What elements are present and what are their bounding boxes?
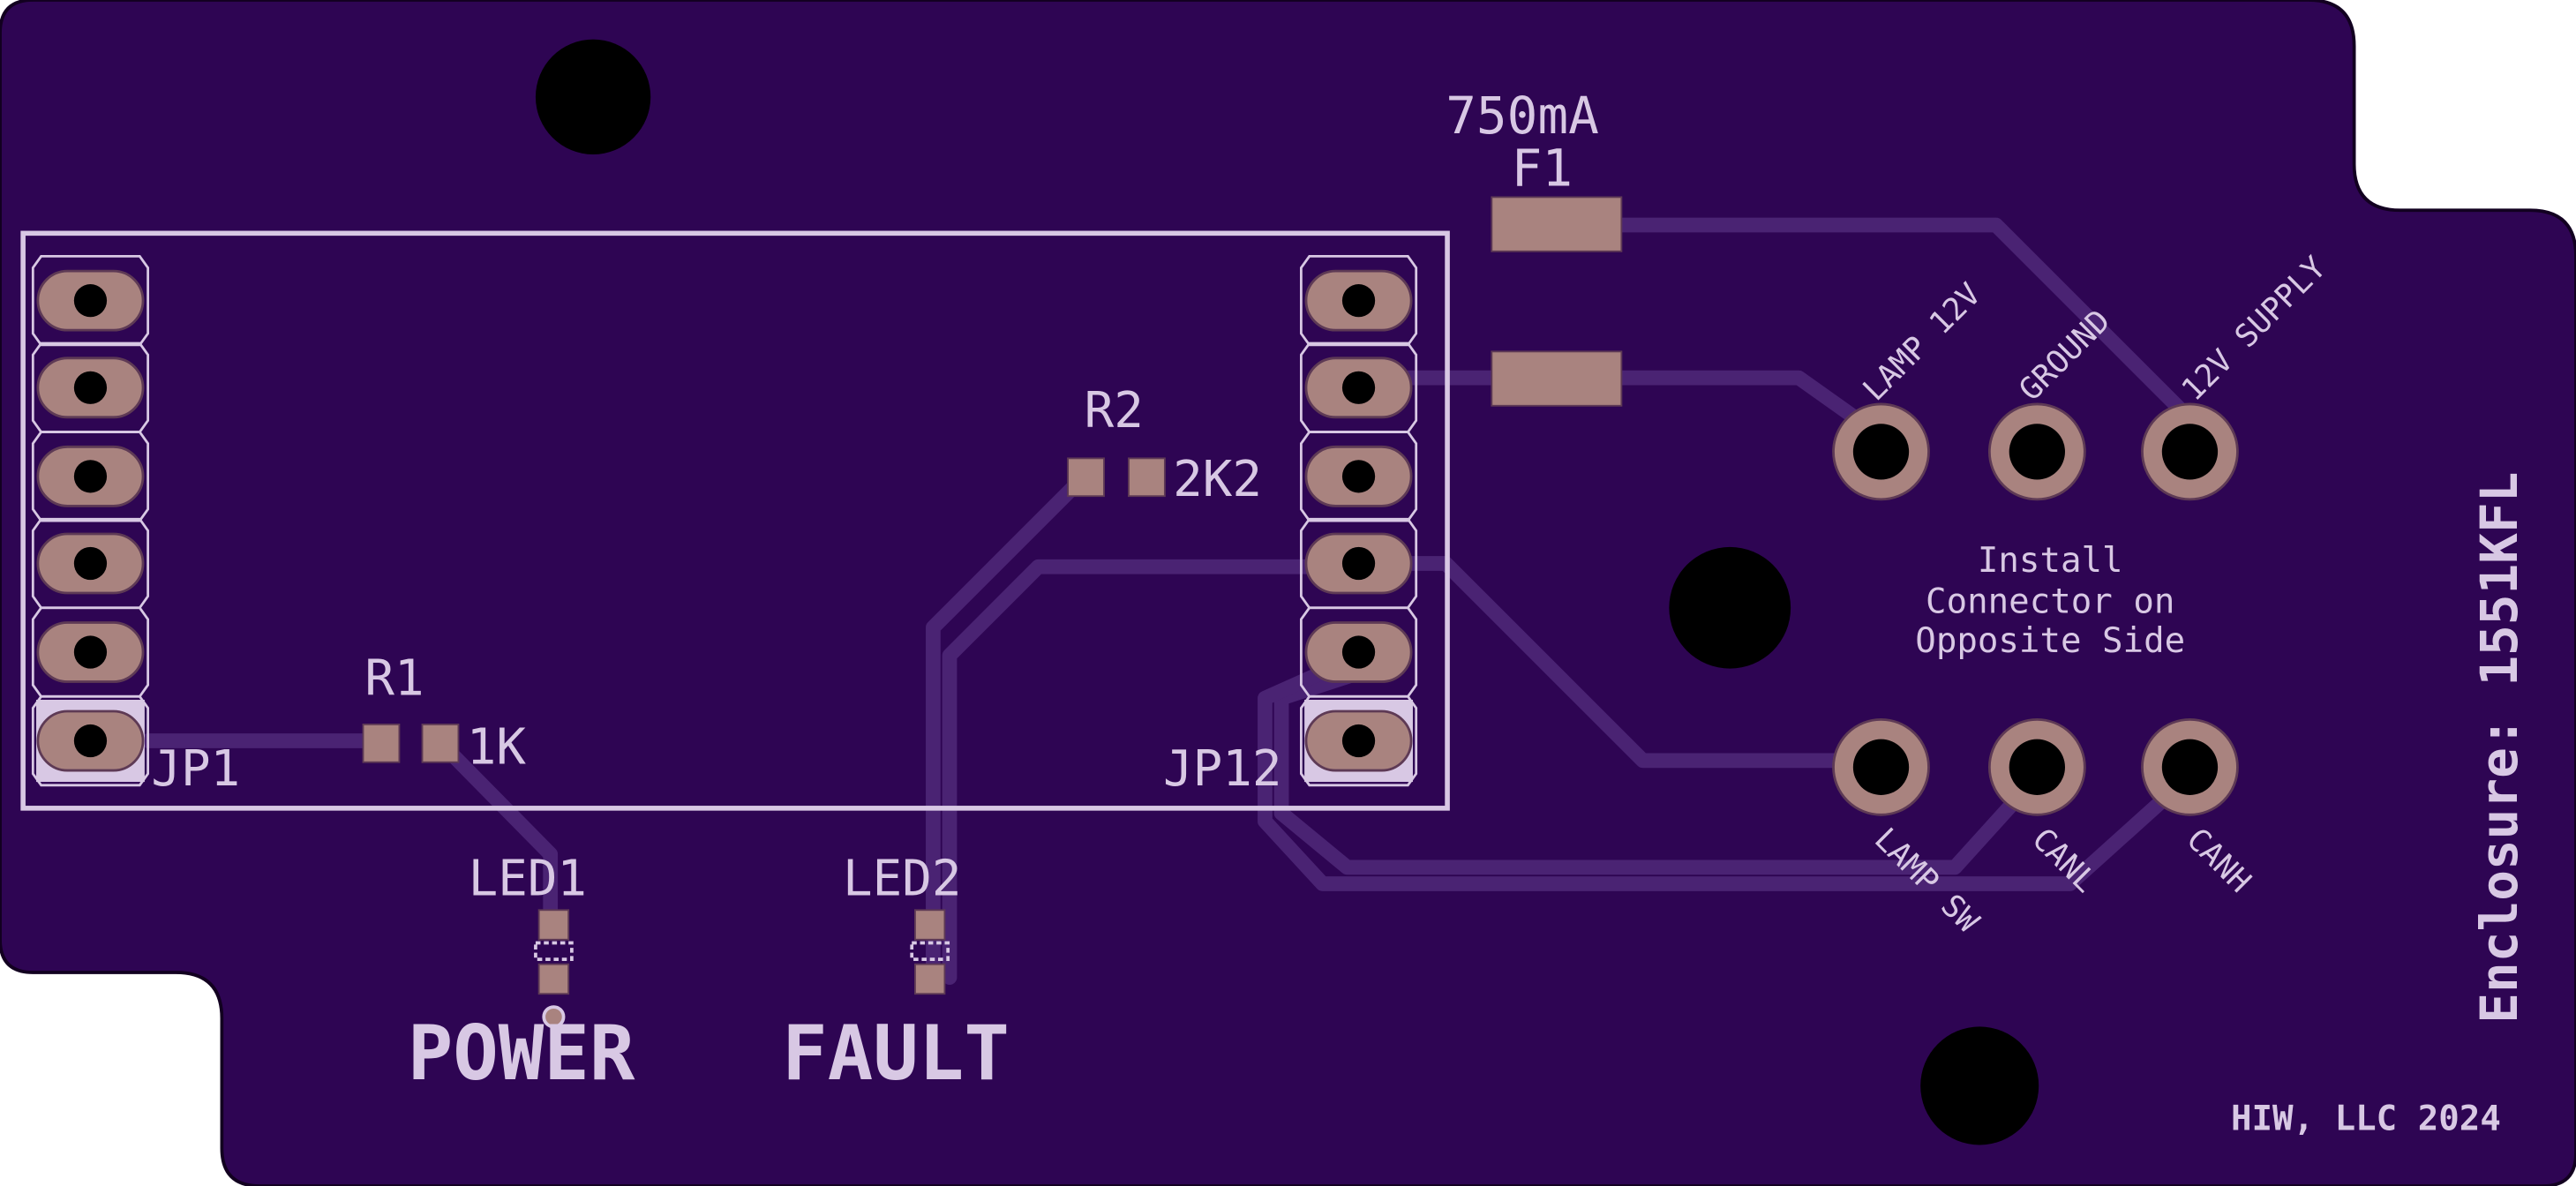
header-drill xyxy=(1341,546,1376,581)
connector-drill xyxy=(1852,739,1910,795)
resistor-pad xyxy=(1067,457,1105,498)
module-outline xyxy=(20,230,1450,811)
header-drill xyxy=(73,284,108,318)
connector-pads xyxy=(1832,402,2239,816)
led-polarity-dot xyxy=(542,1005,566,1029)
led-pad xyxy=(914,963,946,995)
header-drill xyxy=(1341,724,1376,758)
header-jp12 xyxy=(1299,254,1418,787)
connector-drill xyxy=(2161,739,2219,795)
header-drill xyxy=(1341,635,1376,669)
resistor-value: 2K2 xyxy=(1173,451,1262,508)
header-drill xyxy=(1341,284,1376,318)
install-note-line: Opposite Side xyxy=(1915,621,2185,661)
mounting-hole xyxy=(1920,1026,2039,1145)
header-drill xyxy=(73,546,108,581)
trace-canl xyxy=(1273,665,2041,875)
fuse-f1: 750mA F1 xyxy=(1446,86,1623,407)
resistor-pad xyxy=(362,723,401,763)
led-function-label: FAULT xyxy=(782,1010,1010,1098)
install-note-line: Install xyxy=(1978,541,2123,581)
header-drill xyxy=(73,635,108,669)
led-function-label: POWER xyxy=(408,1010,635,1098)
trace-jp12-to-led2 xyxy=(942,559,1330,985)
trace-fuse-to-supply xyxy=(1611,217,2197,427)
led-pad xyxy=(537,909,570,941)
led-designator: LED1 xyxy=(469,851,587,908)
jp12-designator: JP12 xyxy=(1163,740,1281,798)
led1: LED1 POWER xyxy=(408,851,635,1098)
header-jp1 xyxy=(31,254,150,787)
trace-r1-to-led1 xyxy=(432,735,559,927)
resistor-value: 1K xyxy=(467,719,527,777)
header-drill xyxy=(73,460,108,493)
resistor-pad xyxy=(1128,457,1166,498)
resistor-designator: R2 xyxy=(1085,382,1144,439)
header-drill xyxy=(73,371,108,404)
mounting-hole xyxy=(1669,546,1791,669)
mounting-holes xyxy=(535,39,2039,1145)
led-outline xyxy=(534,941,574,961)
connector-drill xyxy=(2161,424,2219,480)
trace-jp12-to-lampsw xyxy=(1372,556,1881,769)
fuse-value: 750mA xyxy=(1446,86,1599,146)
fuse-pad xyxy=(1491,196,1623,252)
jp1-designator: JP1 xyxy=(151,740,240,798)
fuse-designator: F1 xyxy=(1512,138,1573,198)
resistor-designator: R1 xyxy=(364,649,424,707)
header-drill xyxy=(1341,460,1376,493)
trace-r2-to-led2 xyxy=(926,469,1093,985)
resistor-r1: R1 1K xyxy=(362,649,527,777)
enclosure-label: Enclosure: 1551KFL xyxy=(2469,472,2529,1024)
connector-drill xyxy=(2009,424,2065,480)
led2: LED2 FAULT xyxy=(782,851,1010,1098)
fuse-pad xyxy=(1491,350,1623,407)
trace-canh xyxy=(1258,649,2193,891)
header-drill xyxy=(1341,371,1376,404)
header-drill xyxy=(73,724,108,758)
led-pad xyxy=(914,909,946,941)
resistor-r2: R2 2K2 xyxy=(1067,382,1262,508)
led-pad xyxy=(537,963,570,995)
connector-drill xyxy=(1852,424,1910,480)
connector-drill xyxy=(2009,739,2065,795)
copyright: HIW, LLC 2024 xyxy=(2231,1100,2501,1139)
install-note-line: Connector on xyxy=(1926,582,2174,621)
led-designator: LED2 xyxy=(843,851,961,908)
resistor-pad xyxy=(421,723,460,763)
install-note: Install Connector on Opposite Side xyxy=(1915,541,2185,661)
mounting-hole xyxy=(535,39,651,154)
